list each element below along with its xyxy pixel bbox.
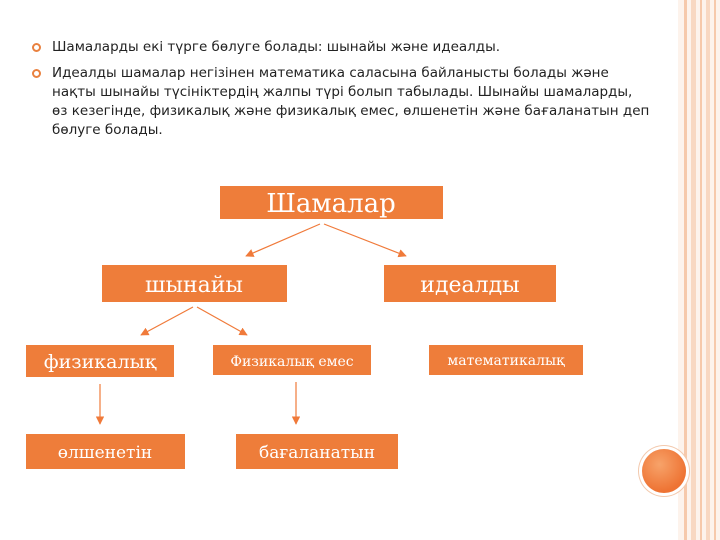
label-root: Шамалар xyxy=(266,189,396,219)
label-ideal: идеалды xyxy=(420,273,519,298)
label-non-physical: Физикалық емес xyxy=(230,354,353,370)
decorative-side-stripes xyxy=(678,0,720,540)
bullet-ring-icon xyxy=(32,69,41,78)
label-mathematical: математикалық xyxy=(447,353,565,369)
box-ideal xyxy=(382,263,558,304)
bullet-text: Идеалды шамалар негізінен математика сал… xyxy=(52,65,650,138)
bullet-item: Шамаларды екі түрге бөлуге болады: шынай… xyxy=(32,38,652,57)
arrow-root-to-real xyxy=(245,223,321,257)
label-physical: физикалық xyxy=(44,351,157,373)
label-real: шынайы xyxy=(145,273,243,298)
box-root xyxy=(218,184,445,221)
box-non-physical xyxy=(211,343,373,377)
label-assessable: бағаланатын xyxy=(259,443,375,463)
arrow-root-to-ideal xyxy=(323,223,407,258)
bullet-text: Шамаларды екі түрге бөлуге болады: шынай… xyxy=(52,39,501,55)
box-real xyxy=(100,263,289,304)
arrow-real-to-non-physical xyxy=(196,306,248,336)
arrow-real-to-physical xyxy=(140,306,194,336)
label-measurable: өлшенетін xyxy=(58,443,152,463)
box-assessable xyxy=(234,432,400,471)
box-mathematical xyxy=(427,343,585,377)
bullet-ring-icon xyxy=(32,43,41,52)
bullet-list: Шамаларды екі түрге бөлуге болады: шынай… xyxy=(32,38,652,147)
decorative-circle-icon xyxy=(642,449,686,493)
bullet-item: Идеалды шамалар негізінен математика сал… xyxy=(32,64,652,140)
box-measurable xyxy=(24,432,187,471)
box-physical xyxy=(24,343,176,379)
